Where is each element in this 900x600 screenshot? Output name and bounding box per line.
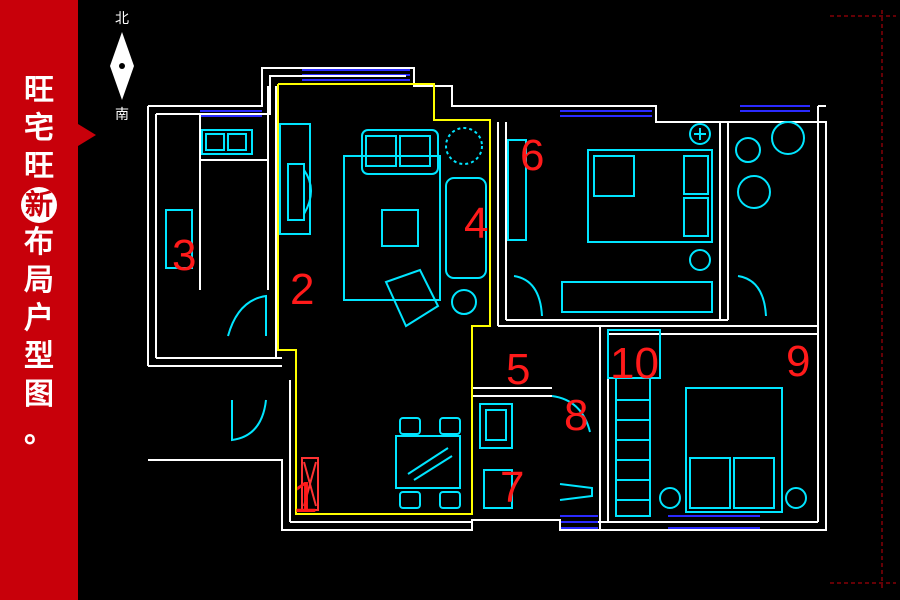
room-number-4: 4: [464, 199, 488, 248]
title-char: 。: [24, 415, 54, 450]
title-char: 局: [24, 263, 54, 298]
walls: [147, 67, 827, 531]
living-zone-outline: [277, 83, 491, 515]
room-number-6: 6: [520, 131, 544, 180]
room-number-3: 3: [172, 231, 196, 280]
title-char-highlight: 新: [21, 187, 57, 223]
sidebar-banner: [0, 0, 78, 600]
room-number-8: 8: [564, 391, 588, 440]
title-char: 布: [24, 225, 54, 260]
room-number-5: 5: [506, 345, 530, 394]
title-char: 宅: [24, 111, 54, 146]
room-number-labels: 1 2 3 4 5 6 7 8 9 10: [172, 131, 810, 522]
title-char: 旺: [24, 73, 54, 108]
title-char: 型: [24, 339, 54, 374]
frame-marks: [830, 10, 896, 590]
compass: 北 南: [100, 8, 144, 126]
compass-south-label: 南: [115, 107, 129, 123]
room-number-9: 9: [786, 337, 810, 386]
room-number-7: 7: [500, 463, 524, 512]
room-number-10: 10: [610, 339, 659, 388]
title-char: 图: [24, 377, 54, 412]
vertical-title: 旺 宅 旺 新 布 局 户 型 图 。: [0, 72, 78, 452]
furniture: [165, 121, 807, 517]
title-char: 旺: [24, 149, 54, 184]
compass-needle-icon: [110, 32, 134, 100]
compass-north-label: 北: [115, 11, 129, 27]
room-number-2: 2: [290, 265, 314, 314]
sidebar-pointer: [78, 124, 96, 146]
title-char: 户: [24, 301, 54, 336]
room-number-1: 1: [293, 473, 317, 522]
